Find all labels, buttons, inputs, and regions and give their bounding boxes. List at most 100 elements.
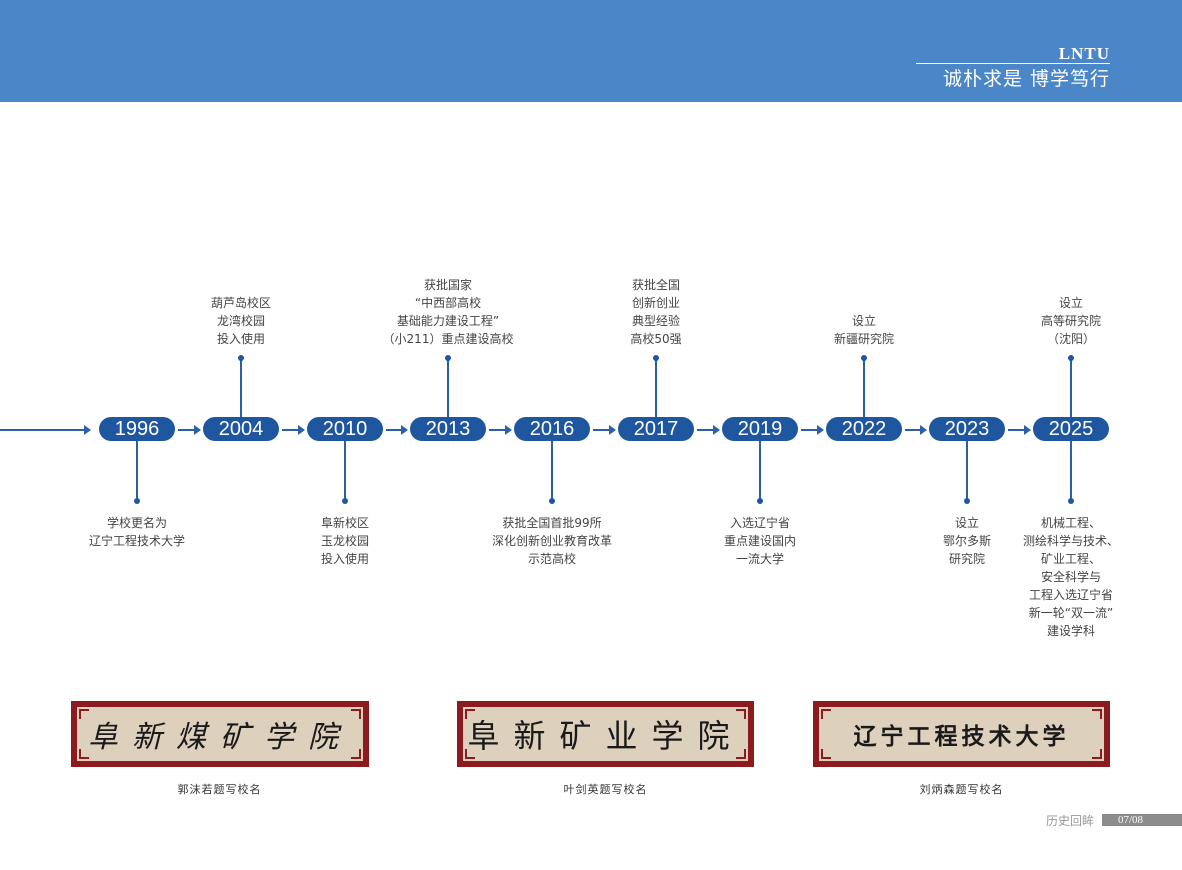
timeline-note-line: 建设学科 <box>1046 624 1095 638</box>
timeline-note-line: “中西部高校 <box>414 296 482 310</box>
timeline-year-badge: 2019 <box>722 417 798 441</box>
plaque-name: 阜新煤矿学院 <box>88 720 352 755</box>
timeline-note-line: 获批全国首批99所 <box>502 516 602 530</box>
timeline-note-line: 投入使用 <box>216 332 265 346</box>
timeline-note-line: 学校更名为 <box>106 516 167 530</box>
timeline-dot <box>342 498 348 504</box>
timeline-event-note: 设立鄂尔多斯研究院 <box>882 514 1052 568</box>
timeline-event-note: 获批国家 “中西部高校基础能力建设工程” （小211）重点建设高校 <box>363 276 533 348</box>
timeline-note-line: （沈阳） <box>1046 332 1095 346</box>
timeline-stem <box>1070 441 1072 501</box>
timeline-year-badge: 2013 <box>410 417 486 441</box>
timeline-note-line: 一流大学 <box>735 552 784 566</box>
timeline-year-badge: 2017 <box>618 417 694 441</box>
timeline-year-badge: 2010 <box>307 417 383 441</box>
timeline-dot <box>238 355 244 361</box>
brand-lntu: LNTU <box>1058 44 1110 63</box>
timeline-note-line: 设立 <box>851 314 876 328</box>
timeline-event-note: 葫芦岛校区龙湾校园投入使用 <box>156 294 326 348</box>
timeline-event-note: 阜新校区玉龙校园投入使用 <box>260 514 430 568</box>
plaque-fuxin-coal-college: 阜新煤矿学院 <box>71 701 369 767</box>
timeline-note-line: （小211）重点建设高校 <box>382 332 514 346</box>
timeline-stem <box>447 358 449 417</box>
timeline-note-line: 新一轮“双一流” <box>1028 606 1114 620</box>
timeline-dot <box>1068 355 1074 361</box>
timeline-lead-arrow <box>84 425 91 435</box>
timeline-note-line: 龙湾校园 <box>216 314 265 328</box>
timeline-note-line: 鄂尔多斯 <box>942 534 991 548</box>
timeline-note-line: 安全科学与 <box>1040 570 1101 584</box>
timeline-note-line: 入选辽宁省 <box>729 516 790 530</box>
timeline-note-line: 新疆研究院 <box>833 332 894 346</box>
timeline-note-line: 获批全国 <box>631 278 680 292</box>
timeline-note-line: 工程入选辽宁省 <box>1028 588 1113 602</box>
plaque-fuxin-mining-college: 阜新矿业学院 <box>457 701 754 767</box>
timeline-connector-arrow <box>801 425 824 435</box>
timeline-dot <box>964 498 970 504</box>
footer-section-label: 历史回眸 <box>1045 814 1094 828</box>
timeline-connector-arrow <box>386 425 408 435</box>
timeline-stem <box>551 441 553 501</box>
timeline-event-note: 获批全国首批99所深化创新创业教育改革示范高校 <box>467 514 637 568</box>
plaque-lntu: 辽宁工程技术大学 <box>813 701 1110 767</box>
timeline-note-line: 研究院 <box>948 552 985 566</box>
timeline-note-line: 创新创业 <box>631 296 680 310</box>
timeline-stem <box>1070 358 1072 417</box>
timeline-dot <box>134 498 140 504</box>
timeline-note-line: 深化创新创业教育改革 <box>491 534 612 548</box>
timeline-stem <box>136 441 138 501</box>
timeline-connector-arrow <box>178 425 201 435</box>
plaque-caption: 叶剑英题写校名 <box>563 783 648 796</box>
timeline-year-badge: 1996 <box>99 417 175 441</box>
timeline-note-line: 典型经验 <box>631 314 680 328</box>
timeline-dot <box>445 355 451 361</box>
timeline-event-note: 机械工程、测绘科学与技术、矿业工程、安全科学与工程入选辽宁省新一轮“双一流”建设… <box>986 514 1156 640</box>
timeline-note-line: 阜新校区 <box>320 516 369 530</box>
timeline-note-line: 机械工程、 <box>1040 516 1101 530</box>
plaque-name: 阜新矿业学院 <box>467 717 744 755</box>
timeline-event-note: 学校更名为辽宁工程技术大学 <box>52 514 222 550</box>
timeline-year-badge: 2016 <box>514 417 590 441</box>
timeline-stem <box>344 441 346 501</box>
timeline-stem <box>655 358 657 417</box>
plaque-name: 辽宁工程技术大学 <box>853 724 1070 750</box>
timeline-note-line: 示范高校 <box>527 552 576 566</box>
timeline-note-line: 获批国家 <box>423 278 472 292</box>
timeline-dot <box>653 355 659 361</box>
timeline-year-badge: 2004 <box>203 417 279 441</box>
timeline-note-line: 辽宁工程技术大学 <box>88 534 185 548</box>
timeline-note-line: 投入使用 <box>320 552 369 566</box>
timeline-connector-arrow <box>593 425 616 435</box>
timeline-stem <box>240 358 242 417</box>
brand-divider <box>916 63 1110 64</box>
timeline-lead-line <box>0 429 86 431</box>
plaque-caption: 刘炳森题写校名 <box>919 783 1004 796</box>
timeline-connector-arrow <box>489 425 512 435</box>
header-banner: LNTU 诚朴求是 博学笃行 <box>0 0 1182 102</box>
timeline-connector-arrow <box>282 425 305 435</box>
timeline-note-line: 设立 <box>1058 296 1083 310</box>
timeline-connector-arrow <box>697 425 720 435</box>
timeline-note-line: 玉龙校园 <box>320 534 369 548</box>
timeline-note-line: 设立 <box>954 516 979 530</box>
timeline-dot <box>757 498 763 504</box>
timeline-connector-arrow <box>1008 425 1031 435</box>
timeline-note-line: 基础能力建设工程” <box>396 314 500 328</box>
timeline-note-line: 葫芦岛校区 <box>210 296 271 310</box>
plaque-caption: 郭沫若题写校名 <box>177 783 262 796</box>
timeline-note-line: 高等研究院 <box>1040 314 1101 328</box>
timeline-year-badge: 2025 <box>1033 417 1109 441</box>
timeline-dot <box>1068 498 1074 504</box>
brand-motto: 诚朴求是 博学笃行 <box>942 68 1110 90</box>
timeline-year-badge: 2023 <box>929 417 1005 441</box>
timeline-event-note: 获批全国创新创业典型经验高校50强 <box>571 276 741 348</box>
timeline-year-badge: 2022 <box>826 417 902 441</box>
timeline-note-line: 重点建设国内 <box>723 534 796 548</box>
footer-page-number: 07/08 <box>1102 814 1182 826</box>
timeline-stem <box>759 441 761 501</box>
timeline-stem <box>863 358 865 417</box>
timeline-event-note: 设立新疆研究院 <box>779 312 949 348</box>
timeline-stem <box>966 441 968 501</box>
timeline-note-line: 高校50强 <box>630 332 682 346</box>
timeline-note-line: 矿业工程、 <box>1040 552 1101 566</box>
